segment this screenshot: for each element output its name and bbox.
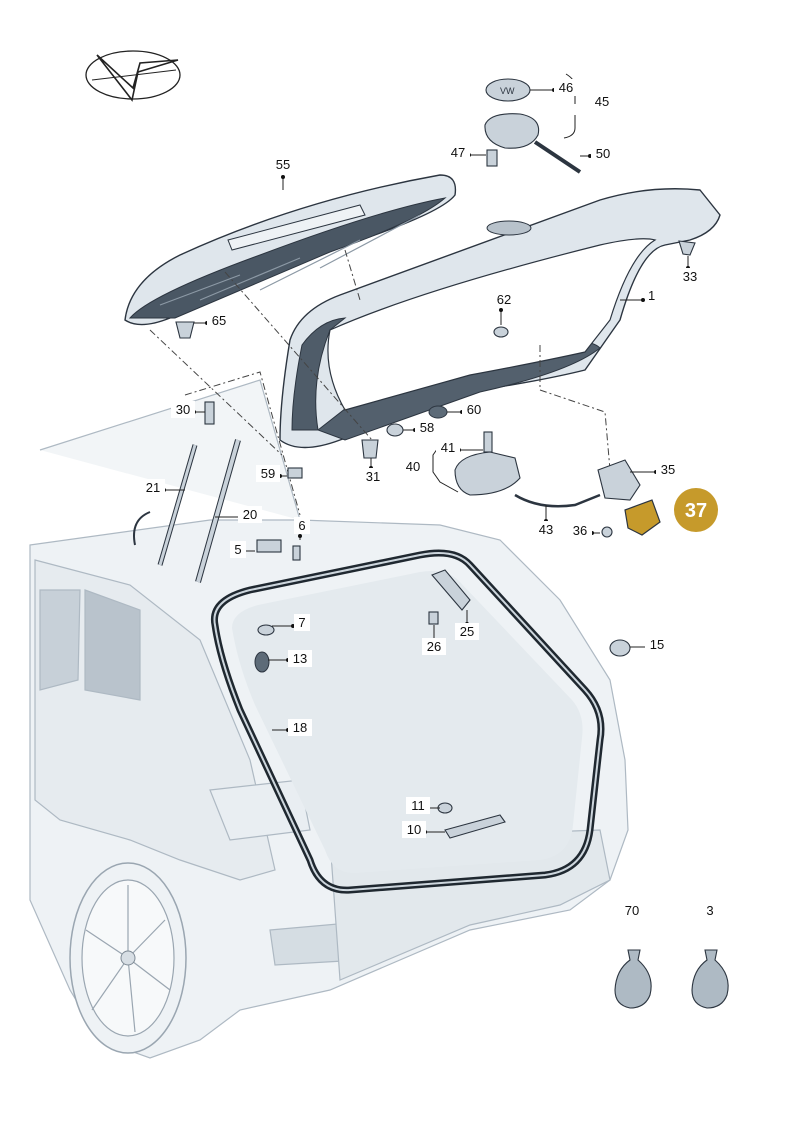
callout-box-13 — [288, 650, 312, 667]
leader-dot-1 — [641, 298, 645, 302]
callout-box-20 — [238, 506, 262, 523]
callout-box-70 — [620, 902, 644, 919]
callout-labels: 1356710111315182021252630313335364041434… — [141, 79, 718, 919]
assembly-lines — [149, 249, 611, 516]
callout-58: 58 — [420, 420, 434, 435]
callout-7: 7 — [298, 615, 305, 630]
callout-55: 55 — [276, 157, 290, 172]
callout-box-46 — [554, 79, 578, 96]
callout-62: 62 — [497, 292, 511, 307]
callout-box-50 — [591, 145, 615, 162]
callout-13: 13 — [293, 651, 307, 666]
callout-35: 35 — [661, 462, 675, 477]
callout-41: 41 — [441, 440, 455, 455]
callout-18: 18 — [293, 720, 307, 735]
leader-dot-55 — [281, 175, 285, 179]
callout-box-65 — [207, 312, 231, 329]
callout-box-26 — [422, 638, 446, 655]
callout-10: 10 — [407, 822, 421, 837]
callout-70: 70 — [625, 903, 639, 918]
callout-box-15 — [645, 636, 669, 653]
spoiler — [124, 174, 457, 326]
callout-box-11 — [406, 797, 430, 814]
callout-box-18 — [288, 719, 312, 736]
highlight-badge: 37 — [674, 488, 718, 532]
callout-box-60 — [462, 401, 486, 418]
callout-box-47 — [446, 144, 470, 161]
callout-box-40 — [401, 458, 425, 475]
callout-box-21 — [141, 479, 165, 496]
callout-60: 60 — [467, 402, 481, 417]
tailgate-opening-seal — [210, 549, 605, 894]
callout-30: 30 — [176, 402, 190, 417]
callout-box-36 — [568, 522, 592, 539]
callout-box-30 — [171, 401, 195, 418]
callout-50: 50 — [596, 146, 610, 161]
callout-box-35 — [656, 461, 680, 478]
callout-20: 20 — [243, 507, 257, 522]
callout-15: 15 — [650, 637, 664, 652]
bag-3-part — [691, 949, 729, 1009]
callout-47: 47 — [451, 145, 465, 160]
svg-text:VW: VW — [500, 86, 515, 96]
callout-box-55 — [271, 156, 295, 173]
callout-11: 11 — [411, 798, 425, 813]
callout-box-58 — [415, 419, 439, 436]
callout-box-62 — [492, 291, 516, 308]
callout-36: 36 — [573, 523, 587, 538]
callout-40: 40 — [406, 459, 420, 474]
callout-59: 59 — [261, 466, 275, 481]
release-handle-part — [484, 113, 540, 149]
callout-25: 25 — [460, 624, 474, 639]
callout-box-33 — [678, 268, 702, 285]
callout-6: 6 — [298, 518, 305, 533]
callout-box-7 — [294, 614, 310, 631]
leader-dot-6 — [298, 534, 302, 538]
callout-box-25 — [455, 623, 479, 640]
callout-21: 21 — [146, 480, 160, 495]
callout-3: 3 — [706, 903, 713, 918]
vw-stamp-logo — [85, 50, 181, 102]
callout-box-43 — [534, 521, 558, 538]
callout-box-6 — [294, 517, 310, 534]
callout-5: 5 — [234, 542, 241, 557]
callout-65: 65 — [212, 313, 226, 328]
callout-33: 33 — [683, 269, 697, 284]
actuator-part — [454, 451, 521, 496]
lock-part — [597, 459, 641, 501]
bag-70-part — [614, 949, 652, 1009]
callout-43: 43 — [539, 522, 553, 537]
callout-box-3 — [702, 902, 718, 919]
leader-dot-62 — [499, 308, 503, 312]
callout-box-41 — [436, 439, 460, 456]
callout-box-59 — [256, 465, 280, 482]
callout-box-1 — [645, 287, 661, 304]
callout-box-5 — [230, 541, 246, 558]
callout-37: 37 — [685, 500, 707, 522]
callout-26: 26 — [427, 639, 441, 654]
callout-box-10 — [402, 821, 426, 838]
parts: VW — [133, 78, 729, 1009]
callout-box-31 — [361, 468, 385, 485]
callout-46: 46 — [559, 80, 573, 95]
callout-box-45 — [590, 93, 614, 110]
callout-1: 1 — [648, 288, 655, 303]
tailgate-panel — [279, 188, 721, 449]
wheel-spokes — [85, 885, 171, 1033]
highlighted-part-37 — [624, 499, 661, 536]
callout-45: 45 — [595, 94, 609, 109]
callout-31: 31 — [366, 469, 380, 484]
